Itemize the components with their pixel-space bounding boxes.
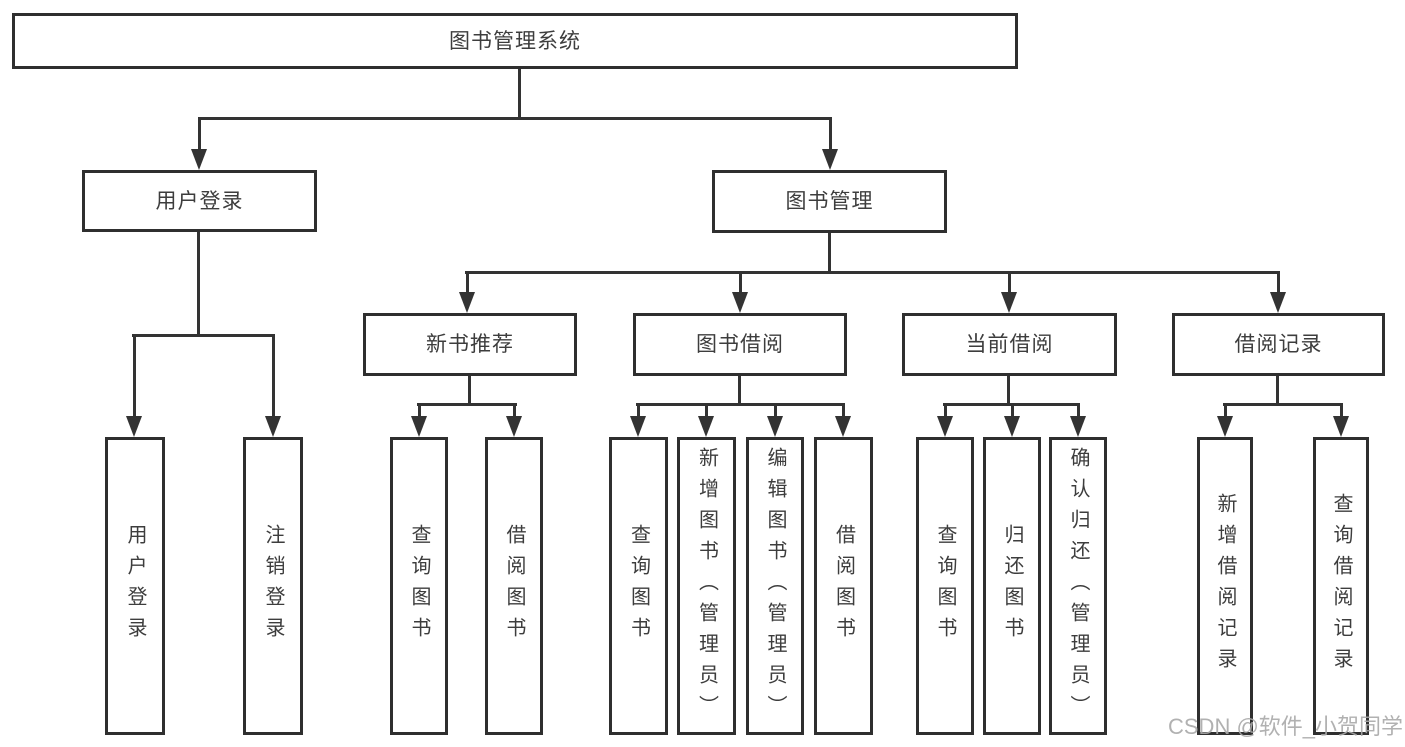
node-current-borrowing-label: 当前借阅 [965,333,1054,356]
leaf-query-books-borrowing-label: 查询图书 [627,524,650,648]
connector-g5-branch [1223,403,1343,406]
connector-g3-branch [636,403,845,406]
arrow-g4-confirm-return [1070,405,1086,437]
arrow-to-new-book-recommendation [459,273,475,313]
node-book-borrowing: 图书借阅 [633,313,847,376]
arrow-to-leaf-logout [265,336,281,437]
connector-level2-branch [198,117,832,120]
node-borrowing-records: 借阅记录 [1172,313,1385,376]
node-root-label: 图书管理系统 [449,29,581,53]
leaf-add-books-admin: 新增图书（管理员） [677,437,736,735]
arrow-g5-query-record [1333,405,1349,437]
leaf-borrow-books-borrowing-label: 借阅图书 [832,524,855,648]
leaf-query-borrow-record-label: 查询借阅记录 [1330,493,1352,679]
node-book-management: 图书管理 [712,170,947,233]
arrow-to-leaf-user-login [126,336,142,437]
leaf-add-borrow-record: 新增借阅记录 [1197,437,1253,735]
connector-root-stem [518,68,521,118]
leaf-query-books-borrowing: 查询图书 [609,437,668,735]
leaf-edit-books-admin: 编辑图书（管理员） [746,437,804,735]
leaf-query-borrow-record: 查询借阅记录 [1313,437,1369,735]
leaf-borrow-books-recommend: 借阅图书 [485,437,543,735]
leaf-add-borrow-record-label: 新增借阅记录 [1214,493,1236,679]
leaf-query-books-recommend-label: 查询图书 [408,524,430,648]
arrow-to-borrowing-records [1270,273,1286,313]
arrow-g3-query-books [630,405,646,437]
leaf-return-books-label: 归还图书 [1001,524,1023,648]
leaf-logout: 注销登录 [243,437,303,735]
node-book-management-label: 图书管理 [785,190,874,213]
leaf-borrow-books-borrowing: 借阅图书 [814,437,873,735]
connector-g5-stem [1276,376,1279,406]
arrow-g4-query-books [937,405,953,437]
leaf-user-login-label: 用户登录 [124,524,146,648]
leaf-confirm-return-admin-label: 确认归还（管理员） [1067,446,1089,726]
arrow-g4-return-books [1004,405,1020,437]
arrow-g2-borrow-books [506,405,522,437]
node-user-login: 用户登录 [82,170,317,232]
arrow-g3-edit-books [767,405,783,437]
node-new-book-recommendation: 新书推荐 [363,313,577,376]
arrow-to-book-management [822,118,838,170]
leaf-user-login: 用户登录 [105,437,165,735]
connector-g4-stem [1007,376,1010,406]
leaf-edit-books-admin-label: 编辑图书（管理员） [764,446,786,726]
leaf-query-books-current-label: 查询图书 [934,524,956,648]
leaf-borrow-books-recommend-label: 借阅图书 [503,524,525,648]
arrow-g5-add-record [1217,405,1233,437]
leaf-query-books-current: 查询图书 [916,437,974,735]
csdn-watermark: CSDN @软件_小贺同学 [1168,714,1404,739]
connector-level3-branch [465,271,1280,274]
leaf-query-books-recommend: 查询图书 [390,437,448,735]
node-user-login-label: 用户登录 [155,189,244,213]
leaf-add-books-admin-label: 新增图书（管理员） [695,446,718,726]
arrow-to-current-borrowing [1001,273,1017,313]
connector-user-login-stem [197,232,200,335]
node-current-borrowing: 当前借阅 [902,313,1117,376]
node-new-book-recommendation-label: 新书推荐 [426,333,514,356]
arrow-g3-borrow-books [835,405,851,437]
connector-user-login-branch [132,334,275,337]
leaf-logout-label: 注销登录 [262,524,284,648]
connector-book-mgmt-stem [828,233,831,273]
leaf-confirm-return-admin: 确认归还（管理员） [1049,437,1107,735]
connector-g4-branch [943,403,1080,406]
connector-g2-branch [417,403,517,406]
arrow-to-user-login [191,118,207,170]
node-borrowing-records-label: 借阅记录 [1234,333,1323,356]
leaf-return-books: 归还图书 [983,437,1041,735]
arrow-g2-query-books [411,405,427,437]
connector-g3-stem [738,376,741,406]
arrow-to-book-borrowing [732,273,748,313]
arrow-g3-add-books [698,405,714,437]
connector-g2-stem [468,376,471,406]
node-book-borrowing-label: 图书借阅 [696,333,784,356]
node-root: 图书管理系统 [12,13,1018,69]
